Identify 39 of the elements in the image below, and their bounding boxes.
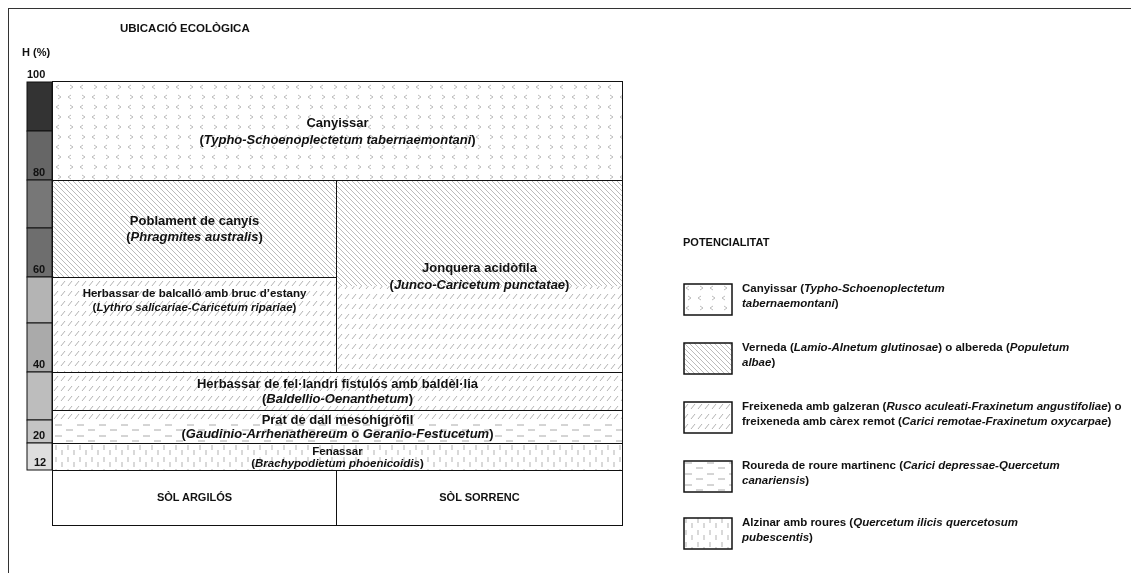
community-name: Jonquera acidòfila <box>422 260 537 277</box>
scientific-name: (Phragmites australis) <box>126 229 263 246</box>
scientific-name: (Brachypodietum phoenicoidis) <box>251 457 424 470</box>
soil-label: SÒL SORRENC <box>439 491 520 505</box>
legend-text: Freixeneda amb galzeran (Rusco aculeati-Fraxinetum angustifoliae) o freixeneda amb càrex remot (Carici remotae-Fraxinetum oxycarpae) <box>742 399 1123 429</box>
legend-text: Alzinar amb roures (Quercetum ilicis quercetosum pubescentis) <box>742 515 1020 545</box>
legend-text: Roureda de roure martinenc (Carici depressae-Quercetum canariensis) <box>742 458 1061 488</box>
soil-label: SÒL ARGILÓS <box>156 491 233 505</box>
scientific-name: (Junco-Caricetum punctatae) <box>389 276 570 293</box>
community-name: Herbassar de fel·landri fistulós amb baldèl·lia <box>197 376 478 392</box>
community-name: Herbassar de balcalló amb bruc d’estany <box>82 286 307 301</box>
scale-number: 60 <box>33 263 46 276</box>
vegetation-band <box>336 180 623 373</box>
scientific-name: (Lythro salicariae-Caricetum ripariae) <box>92 300 297 315</box>
soil-type-box <box>336 470 623 526</box>
scale-number: 100 <box>27 68 46 81</box>
vegetation-band <box>52 372 623 411</box>
scientific-name: (Baldellio-Oenanthetum) <box>262 391 413 407</box>
scale-number: 12 <box>34 456 47 469</box>
soil-type-box <box>52 470 337 526</box>
legend-text: Verneda (Lamio-Alnetum glutinosae) o albereda (Populetum albae) <box>742 340 1071 370</box>
scale-number: 80 <box>33 166 46 179</box>
community-name: Poblament de canyís <box>129 212 260 229</box>
community-name: Fenassar <box>312 444 363 457</box>
vegetation-band <box>52 81 623 181</box>
community-name: Canyissar <box>306 115 369 132</box>
y-axis-label: H (%) <box>22 46 51 59</box>
legend-text: Canyissar (Typho-Schoenoplectetum tabernaemontani) <box>742 281 946 311</box>
vegetation-band <box>52 277 337 373</box>
vegetation-band <box>52 180 337 278</box>
scientific-name: (Gaudinio-Arrhenathereum o Geranio-Festucetum) <box>181 427 494 442</box>
scale-number: 20 <box>33 429 46 442</box>
community-name: Prat de dall mesohigròfil <box>261 412 414 427</box>
scale-number: 40 <box>33 358 46 371</box>
vegetation-band <box>52 443 623 471</box>
legend-title: POTENCIALITAT <box>683 236 770 249</box>
chart-title: UBICACIÓ ECOLÒGICA <box>120 22 250 34</box>
vegetation-band <box>52 410 623 444</box>
scientific-name: (Typho-Schoenoplectetum tabernaemontani) <box>199 131 476 148</box>
